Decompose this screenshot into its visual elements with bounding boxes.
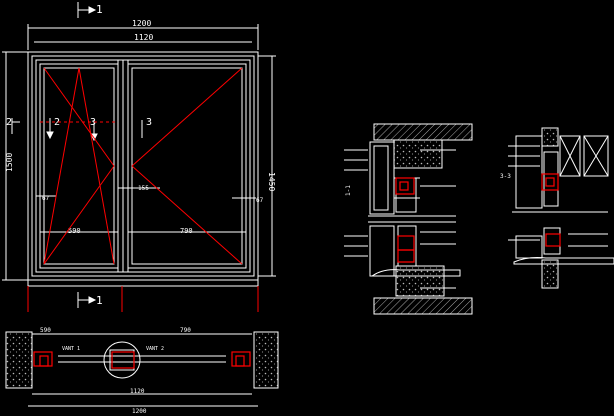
overall-width-dim: 1200 xyxy=(132,19,151,28)
plan-overall-width-dim: 1200 xyxy=(132,408,147,415)
section-marker-3-right: 3 xyxy=(146,117,152,128)
window-elevation: 1 1200 1120 1500 1450 xyxy=(2,2,276,308)
window-plan-section: 590 790 VANT 1 VANT 2 1120 1200 xyxy=(5,327,279,415)
section-marker-top: 1 xyxy=(96,3,103,16)
overall-height-dim: 1500 xyxy=(5,153,14,172)
section-marker-2-left: 2 xyxy=(6,117,12,128)
section-marker-bottom: 1 xyxy=(96,294,103,307)
plan-profiles xyxy=(33,351,251,369)
section-marker-2-inner: 2 xyxy=(54,117,60,128)
inner-height-dim: 1450 xyxy=(267,172,276,191)
vertical-section-profiles xyxy=(395,177,415,263)
horizontal-section-3-3: 3-3 xyxy=(500,127,614,289)
horizontal-section-profiles xyxy=(541,173,561,247)
vertical-section-1-1: 1-1 xyxy=(344,123,473,315)
mullion-width-dim: 155 xyxy=(138,185,149,192)
opening-indicators xyxy=(27,67,259,312)
section-marker-3-left: 3 xyxy=(90,117,96,128)
horizontal-section-label: 3-3 xyxy=(500,173,511,180)
left-offset-dim: 67 xyxy=(42,195,50,202)
plan-inner-width-dim: 1120 xyxy=(130,388,145,395)
plan-left-width-dim: 590 xyxy=(40,327,51,334)
plan-right-width-dim: 790 xyxy=(180,327,191,334)
plan-label-right: VANT 2 xyxy=(146,346,164,352)
left-sash-width-dim: 590 xyxy=(68,227,81,235)
right-offset-dim: 67 xyxy=(256,197,264,204)
right-sash-width-dim: 790 xyxy=(180,227,193,235)
plan-label-left: VANT 1 xyxy=(62,346,80,352)
inner-width-dim: 1120 xyxy=(134,33,153,42)
vertical-section-label: 1-1 xyxy=(345,185,352,196)
